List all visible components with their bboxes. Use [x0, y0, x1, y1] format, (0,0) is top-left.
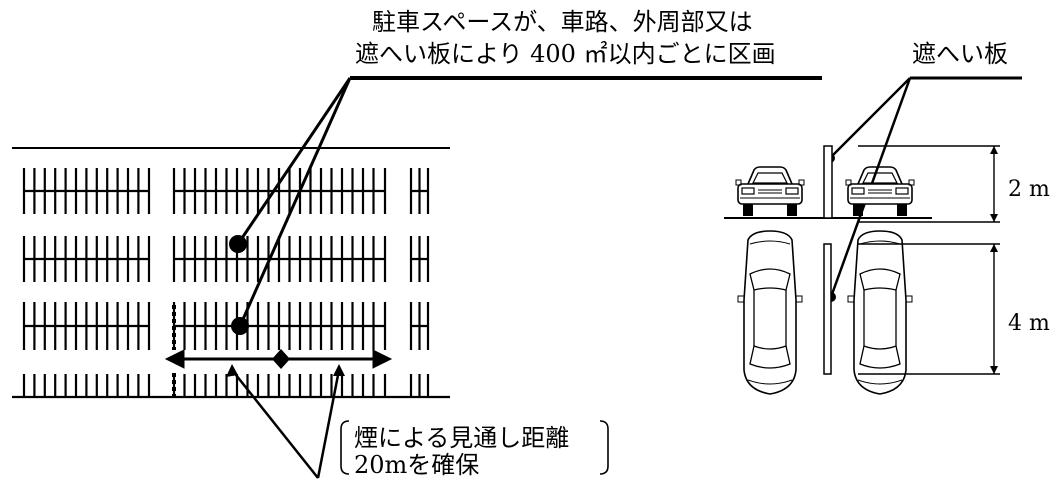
car-front-views	[735, 166, 915, 216]
car-top-views	[737, 230, 913, 395]
arrowhead	[333, 364, 345, 376]
parking-stall-block	[409, 168, 430, 214]
dimension-label-4m: 4 m	[1008, 311, 1050, 336]
parking-stall-block	[172, 374, 387, 396]
bracket-right	[599, 420, 609, 475]
parking-stall-block	[409, 236, 430, 282]
parking-stall-block	[172, 168, 387, 214]
partition-panel-elevation	[823, 145, 833, 219]
car-front-icon	[845, 166, 915, 216]
car-front-icon	[735, 166, 805, 216]
callout-visibility-line1: 煙による見通し距離	[354, 424, 569, 452]
dimension-ticks	[990, 146, 998, 374]
parking-stall-block	[22, 168, 151, 214]
parking-stall-block	[409, 374, 430, 396]
dimension-label-2m: 2 m	[1008, 177, 1050, 202]
parking-stall-block	[22, 302, 151, 350]
parking-stall-block	[172, 302, 387, 350]
callout-top-line1: 駐車スペースが、車路、外周部又は	[372, 8, 753, 36]
callout-visibility-leader	[231, 369, 341, 479]
diamond-marker	[272, 349, 290, 369]
car-top-icon	[737, 230, 803, 395]
parking-stall-block	[409, 302, 430, 350]
bracket-left	[340, 420, 350, 475]
callout-top-leader	[236, 76, 822, 327]
dimension-lines	[858, 145, 1000, 375]
partition-panel-plan	[823, 243, 832, 375]
callout-panel-label: 遮へい板	[912, 40, 1008, 68]
callout-visibility-line2: 20mを確保	[354, 451, 479, 479]
car-top-icon	[847, 230, 913, 395]
parking-stall-block	[22, 236, 151, 282]
parking-stall-block	[172, 236, 387, 282]
parking-stall-block	[22, 374, 151, 396]
arrowhead	[226, 364, 238, 377]
callout-top-line2: 遮へい板により 400 ㎡以内ごとに区画	[355, 40, 776, 68]
parking-stall-grid	[22, 168, 430, 396]
